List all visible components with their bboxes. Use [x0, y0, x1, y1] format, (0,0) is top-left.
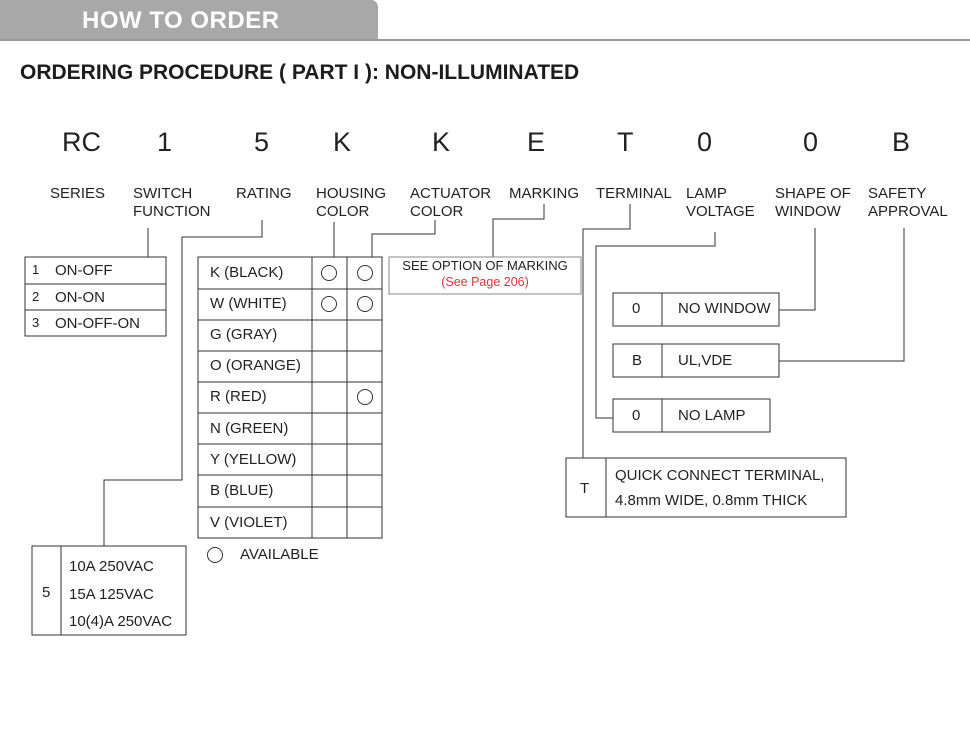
circle-actuator-black [357, 265, 373, 281]
terminal-line-1: QUICK CONNECT TERMINAL, [615, 467, 825, 484]
window-code: 0 [632, 300, 641, 317]
switch-text-2: ON-ON [55, 289, 105, 306]
code-lamp-voltage: 0 [697, 127, 713, 157]
color-row-white: W (WHITE) [210, 295, 287, 312]
code-series: RC [62, 127, 101, 157]
switch-code-3: 3 [32, 315, 40, 330]
switch-text-1: ON-OFF [55, 262, 113, 279]
code-terminal: T [617, 127, 634, 157]
code-shape-of-window: 0 [803, 127, 819, 157]
approval-code: B [632, 352, 643, 369]
color-row-gray: G (GRAY) [210, 326, 278, 343]
legend-available-circle [207, 547, 223, 563]
color-row-red: R (RED) [210, 388, 267, 405]
connector-lamp-voltage [595, 232, 716, 419]
marking-text: SEE OPTION OF MARKING [402, 258, 568, 273]
switch-code-1: 1 [32, 262, 40, 277]
color-row-violet: V (VIOLET) [210, 514, 288, 531]
connector-shape-of-window [779, 228, 816, 311]
circle-housing-white [321, 296, 337, 312]
label-series: SERIES [50, 185, 106, 202]
connector-marking [492, 204, 545, 257]
label-marking: MARKING [509, 185, 580, 202]
color-row-blue: B (BLUE) [210, 482, 274, 499]
circle-actuator-red [357, 389, 373, 405]
color-row-green: N (GREEN) [210, 420, 289, 437]
connector-safety-approval [779, 228, 905, 362]
code-housing-color: K [333, 127, 352, 157]
legend-available-label: AVAILABLE [240, 546, 319, 563]
connector-terminal [582, 204, 631, 458]
code-switch-function: 1 [157, 127, 173, 157]
color-row-yellow: Y (YELLOW) [210, 451, 297, 468]
rating-value-2: 15A 125VAC [69, 586, 154, 603]
lamp-code: 0 [632, 407, 641, 424]
rating-value-3: 10(4)A 250VAC [69, 613, 173, 630]
code-safety-approval: B [892, 127, 911, 157]
label-rating: RATING [236, 185, 292, 202]
code-marking: E [527, 127, 546, 157]
window-text: NO WINDOW [678, 300, 771, 317]
connector-actuator-color [371, 220, 436, 257]
rating-code: 5 [42, 584, 51, 601]
switch-code-2: 2 [32, 289, 40, 304]
terminal-code: T [580, 480, 590, 497]
switch-text-3: ON-OFF-ON [55, 315, 140, 332]
circle-actuator-white [357, 296, 373, 312]
header-rule [0, 39, 970, 41]
lamp-text: NO LAMP [678, 407, 746, 424]
color-row-black: K (BLACK) [210, 264, 284, 281]
terminal-line-2: 4.8mm WIDE, 0.8mm THICK [615, 492, 808, 509]
rating-value-1: 10A 250VAC [69, 558, 154, 575]
marking-page-ref: (See Page 206) [441, 275, 529, 289]
header-tab [0, 0, 378, 40]
label-terminal: TERMINAL [596, 185, 672, 202]
code-actuator-color: K [432, 127, 451, 157]
circle-housing-black [321, 265, 337, 281]
color-row-orange: O (ORANGE) [210, 357, 301, 374]
approval-text: UL,VDE [678, 352, 733, 369]
page-heading: ORDERING PROCEDURE ( PART I ): NON-ILLUM… [20, 61, 580, 84]
connector-rating [103, 220, 263, 546]
code-rating: 5 [254, 127, 270, 157]
header-title: HOW TO ORDER [82, 7, 280, 34]
